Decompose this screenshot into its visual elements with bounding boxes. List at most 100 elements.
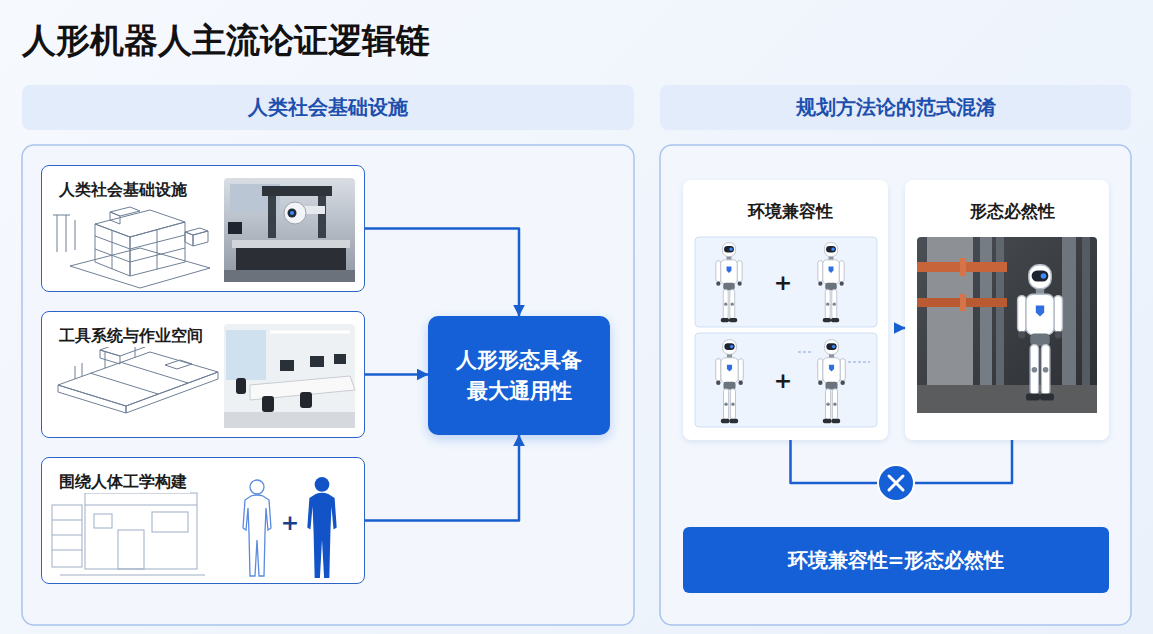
ergonomic-building-sketch bbox=[52, 493, 205, 575]
panel-ground bbox=[660, 145, 1131, 625]
source-box: 工具系统与作业空间 bbox=[41, 311, 365, 438]
office-photo bbox=[224, 324, 355, 428]
node-label: 工具系统与作业空间 bbox=[56, 326, 206, 347]
robot-pair-illustration bbox=[848, 362, 870, 363]
node-label: 形态必然性 bbox=[905, 200, 1119, 223]
infrastructure-sketch bbox=[185, 232, 193, 246]
infrastructure-sketch bbox=[157, 229, 158, 269]
infrastructure-sketch bbox=[75, 220, 76, 250]
industrial-photo bbox=[917, 385, 1097, 413]
infrastructure-sketch bbox=[112, 230, 113, 269]
ergonomic-building-sketch bbox=[85, 505, 197, 506]
factory-photo bbox=[228, 222, 242, 234]
infrastructure-sketch bbox=[66, 215, 67, 252]
source-box: 人类社会基础设施 bbox=[41, 165, 365, 292]
infrastructure-sketch bbox=[130, 222, 185, 276]
office-photo bbox=[236, 378, 246, 394]
industrial-photo bbox=[917, 237, 1097, 413]
ergonomic-building-sketch bbox=[52, 520, 82, 521]
cross-circle bbox=[878, 465, 914, 501]
concept-card: 环境兼容性 bbox=[683, 180, 898, 440]
industrial-photo bbox=[927, 237, 973, 385]
factory-photo bbox=[288, 209, 297, 218]
factory-photo bbox=[262, 186, 332, 196]
robot-pair-illustration bbox=[818, 340, 846, 423]
factory-photo bbox=[224, 178, 355, 282]
office-photo bbox=[224, 412, 355, 428]
panel-header: 规划方法论的范式混淆 bbox=[660, 85, 1131, 130]
equation-bar: 环境兼容性=形态必然性 bbox=[683, 527, 1109, 593]
floor-plan-sketch bbox=[58, 341, 218, 413]
node-label: 环境兼容性 bbox=[683, 200, 898, 223]
office-photo bbox=[262, 396, 274, 412]
concept-card: 形态必然性 bbox=[905, 180, 1119, 440]
floor-plan-sketch bbox=[58, 385, 126, 413]
ergonomic-building-sketch bbox=[60, 575, 205, 576]
factory-photo bbox=[290, 211, 294, 215]
source-box: 围绕人体工学构建 bbox=[41, 457, 365, 584]
floor-plan-sketch bbox=[120, 362, 188, 383]
floor-plan-sketch bbox=[75, 366, 76, 379]
office-photo bbox=[226, 330, 266, 380]
ergonomic-building-sketch bbox=[118, 530, 144, 569]
floor-plan-sketch bbox=[165, 360, 192, 369]
panel-ground bbox=[22, 145, 1131, 625]
floor-plan-sketch bbox=[90, 373, 158, 394]
floor-plan-sketch bbox=[82, 363, 83, 376]
floor-plan-sketch bbox=[100, 350, 120, 364]
ergonomic-building-sketch bbox=[52, 505, 82, 567]
ergonomic-building-sketch bbox=[94, 514, 112, 528]
industrial-photo bbox=[1082, 237, 1090, 385]
panel-region: 规划方法论的范式混淆环境兼容性形态必然性环境兼容性=形态必然性 bbox=[660, 85, 1131, 625]
node-label: 人类社会基础设施 bbox=[56, 180, 190, 201]
flow-arrow bbox=[365, 435, 519, 521]
human-figure bbox=[243, 477, 337, 578]
industrial-photo bbox=[980, 237, 992, 385]
infrastructure-sketch bbox=[95, 210, 185, 237]
box-ground bbox=[41, 165, 365, 292]
panel-ground bbox=[22, 145, 634, 625]
panel-header: 人类社会基础设施 bbox=[22, 85, 634, 130]
node-label: 人形形态具备 最大通用性 bbox=[440, 345, 598, 406]
cross-circle bbox=[878, 465, 914, 501]
office-photo bbox=[224, 324, 355, 428]
infrastructure-sketch bbox=[110, 212, 120, 224]
industrial-photo bbox=[996, 237, 1004, 385]
conclusion-box: 人形形态具备 最大通用性 bbox=[428, 316, 610, 435]
robot-pair-illustration bbox=[716, 340, 744, 423]
office-photo bbox=[270, 331, 350, 334]
industrial-photo bbox=[917, 237, 1097, 413]
flow-arrow bbox=[365, 373, 428, 376]
flow-arrow bbox=[365, 229, 519, 317]
node-label: 环境兼容性=形态必然性 bbox=[788, 547, 1005, 574]
infrastructure-sketch bbox=[57, 215, 58, 252]
ergonomic-building-sketch bbox=[85, 493, 197, 569]
industrial-photo bbox=[1018, 265, 1063, 401]
plus-sign: + bbox=[281, 512, 299, 534]
ergonomic-building-sketch bbox=[52, 535, 82, 536]
robot-pair-illustration bbox=[695, 333, 877, 427]
factory-photo bbox=[232, 240, 350, 248]
ergonomic-building-sketch bbox=[152, 512, 188, 532]
factory-photo bbox=[284, 202, 306, 224]
infrastructure-sketch bbox=[110, 207, 140, 216]
office-photo bbox=[300, 392, 312, 408]
box-ground bbox=[41, 457, 365, 584]
panel-region: 人类社会基础设施人类社会基础设施工具系统与作业空间围绕人体工学构建人形形态具备 … bbox=[22, 85, 634, 625]
infrastructure-sketch bbox=[53, 215, 70, 216]
industrial-photo bbox=[1062, 237, 1076, 385]
industrial-photo bbox=[960, 294, 966, 311]
office-photo bbox=[310, 356, 324, 367]
factory-photo bbox=[268, 196, 276, 238]
human-figure bbox=[307, 477, 336, 578]
box-ground bbox=[41, 311, 365, 438]
infrastructure-sketch bbox=[70, 248, 210, 288]
plus-sign: + bbox=[774, 272, 792, 294]
office-photo bbox=[334, 354, 346, 364]
infrastructure-sketch bbox=[95, 224, 130, 276]
floor-plan-sketch bbox=[58, 352, 218, 406]
factory-photo bbox=[224, 270, 355, 282]
robot-pair-illustration bbox=[798, 352, 812, 353]
robot-pair-illustration bbox=[695, 237, 877, 327]
